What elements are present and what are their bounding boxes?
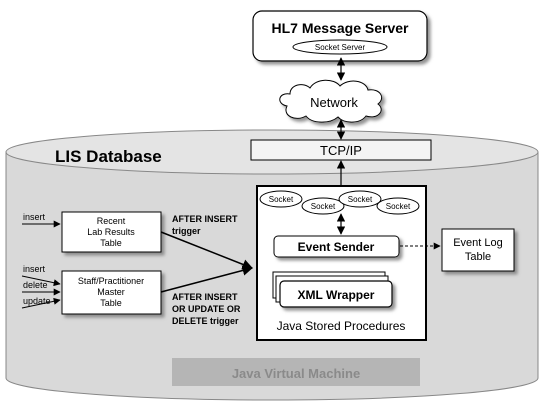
socket-server-ellipse [292,39,388,55]
socket-server-label: Socket Server [315,43,366,52]
staff-update-label: update [23,296,51,306]
jvm-label: Java Virtual Machine [232,366,360,381]
socket-label-3: Socket [348,195,373,204]
tcpip-box [250,139,432,161]
trigger1-line1: AFTER INSERT [172,214,238,224]
staff-table-line3: Table [100,298,122,308]
trigger2-line3: DELETE trigger [172,316,239,326]
trigger2-line1: AFTER INSERT [172,292,238,302]
event-log-line2: Table [465,251,491,263]
socket-ellipse-4 [376,197,420,215]
socket-ellipse-3 [338,190,382,208]
staff-table-line2: Master [97,287,125,297]
lab-trigger-arrow [160,231,253,270]
staff-table-line1: Staff/Practitioner [78,276,144,286]
event-sender-box [273,235,400,258]
network-label: Network [310,95,358,110]
java-stored-procedures-label: Java Stored Procedures [277,319,406,333]
lab-table-line1: Recent [97,216,126,226]
trigger1-line2: trigger [172,226,201,236]
lab-table-line3: Table [100,238,122,248]
socket-label-4: Socket [386,202,411,211]
staff-update-arrow [21,297,61,309]
jvm-bar [172,358,420,386]
staff-trigger-arrow [160,265,254,293]
xml-wrapper-label: XML Wrapper [298,288,375,302]
tcpip-label: TCP/IP [320,143,362,158]
lab-insert-label: insert [23,212,46,222]
lis-database-label: LIS Database [55,147,162,166]
event-log-table-box [441,228,515,272]
staff-delete-label: delete [23,280,48,290]
network-cloud-icon [279,79,383,123]
xml-wrapper-stack [272,271,393,308]
staff-insert-arrow [21,275,61,287]
event-sender-label: Event Sender [298,240,375,254]
socket-ellipse-1 [259,190,303,208]
lab-table-line2: Lab Results [87,227,135,237]
hl7-server-title: HL7 Message Server [272,20,410,36]
staff-table-box [61,270,162,315]
trigger2-line2: OR UPDATE OR [172,304,241,314]
socket-label-2: Socket [311,202,336,211]
staff-insert-label: insert [23,264,46,274]
socket-ellipse-2 [301,197,345,215]
socket-label-1: Socket [269,195,294,204]
lab-results-table-box [61,211,162,253]
event-log-line1: Event Log [453,237,503,249]
